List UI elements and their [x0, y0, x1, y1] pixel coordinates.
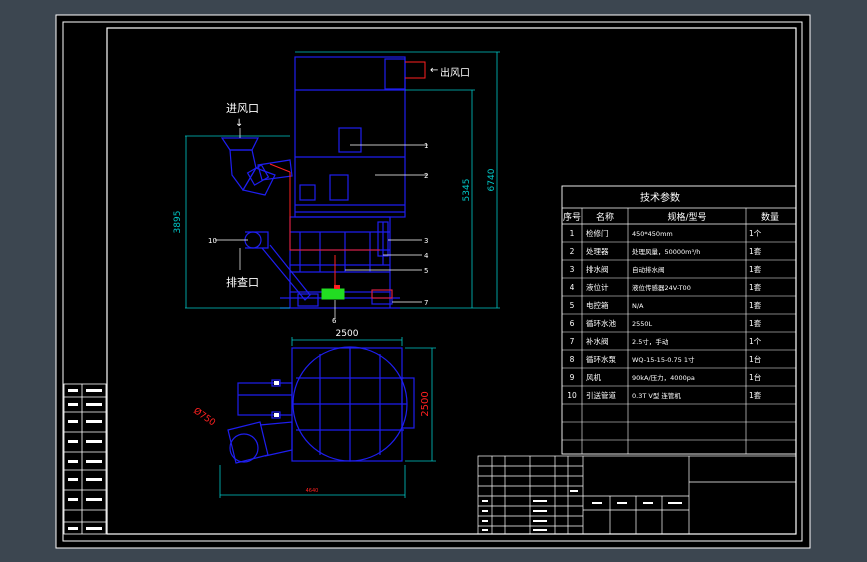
plan-dimensions: [219, 337, 436, 498]
tech-header-no: 序号: [563, 211, 581, 223]
tech-cell-no: 3: [570, 265, 575, 274]
inlet-label: 进风口: [226, 102, 259, 115]
callout-7: 7: [424, 299, 428, 307]
left-margin-marks: [68, 389, 102, 530]
callout-5: 5: [424, 267, 428, 275]
tech-cell-no: 10: [567, 391, 577, 400]
tech-cell-spec: 液位传感器24V-T00: [632, 283, 691, 292]
tech-cell-qty: 1台: [749, 354, 761, 364]
tech-cell-qty: 1个: [749, 229, 762, 238]
tech-cell-spec: 2.5寸，手动: [632, 337, 669, 346]
tech-cell-qty: 1套: [749, 282, 762, 292]
tech-cell-qty: 1套: [749, 318, 762, 328]
tech-cell-no: 8: [570, 355, 575, 364]
dim-height-body: 5345: [462, 179, 472, 202]
tech-cell-name: 处理器: [586, 246, 609, 256]
tech-header-spec: 规格/型号: [667, 211, 706, 223]
callout-numbers: 1 2 3 4 5 6 7 10: [208, 142, 429, 325]
tech-cell-no: 9: [570, 373, 575, 382]
tech-cell-qty: 1台: [749, 372, 761, 382]
tech-table-title: 技术参数: [640, 191, 680, 204]
paper-sheet: [55, 14, 811, 549]
plan-dim-width: 2500: [336, 329, 359, 339]
tech-cell-qty: 1套: [749, 390, 762, 400]
tech-cell-no: 5: [570, 301, 575, 310]
tech-cell-spec: N/A: [632, 302, 644, 310]
plan-dim-bottom: 4640: [306, 488, 319, 494]
tech-cell-name: 液位计: [586, 282, 609, 292]
tech-cell-qty: 1套: [749, 300, 762, 310]
tech-cell-no: 4: [570, 283, 575, 292]
tech-cell-name: 检修门: [586, 228, 609, 238]
tech-cell-name: 循环水池: [586, 318, 616, 328]
outer-border: [62, 21, 803, 542]
dim-height-total: 6740: [487, 168, 497, 191]
tech-cell-name: 风机: [586, 372, 601, 382]
tech-table: 技术参数 序号 名称 规格/型号 数量 1 检修门 450*450mm 1个 2 处理器 处…: [561, 185, 797, 455]
tech-cell-no: 7: [570, 337, 575, 346]
title-block-marks: [482, 490, 682, 531]
callout-6: 6: [332, 317, 337, 325]
dim-height-left: 3895: [173, 211, 183, 234]
plan-view: [227, 346, 415, 464]
outlet-label: 出风口: [440, 66, 470, 79]
callout-10: 10: [208, 237, 217, 245]
callout-leaders: [215, 128, 428, 318]
callout-3: 3: [424, 237, 428, 245]
inlet-arrow: ↓: [235, 118, 243, 129]
plan-side-duct: [237, 382, 293, 416]
tech-cell-name: 补水阀: [586, 336, 609, 346]
callout-2: 2: [424, 172, 428, 180]
tech-cell-name: 引送管道: [586, 390, 616, 400]
tech-cell-name: 电控箱: [586, 300, 609, 310]
callout-1: 1: [424, 142, 428, 150]
outlet-duct: [384, 58, 406, 90]
tech-cell-spec: 2550L: [632, 320, 653, 328]
left-margin-table: [63, 383, 107, 535]
inspection-door: [338, 127, 362, 153]
plan-dim-depth: 2500: [420, 391, 431, 416]
tech-cell-no: 6: [570, 319, 575, 328]
tech-cell-qty: 1套: [749, 264, 762, 274]
tech-header-qty: 数量: [761, 211, 779, 223]
tech-header-name: 名称: [596, 211, 614, 223]
tech-cell-name: 循环水泵: [586, 354, 616, 364]
title-block: [477, 455, 797, 535]
plan-white-marks: [274, 381, 279, 417]
tech-cell-spec: 自动排水阀: [632, 265, 665, 274]
tech-cell-spec: 90kA/压力，4000pa: [632, 373, 695, 382]
tech-cell-name: 排水阀: [586, 264, 609, 274]
tech-cell-no: 2: [570, 247, 575, 256]
callout-4: 4: [424, 252, 429, 260]
control-box-indicator: [334, 285, 340, 289]
tech-cell-no: 1: [570, 229, 575, 238]
tech-cell-qty: 1个: [749, 337, 762, 346]
tech-cell-spec: 450*450mm: [632, 230, 673, 238]
outlet-arrow: ←: [430, 65, 438, 76]
discharge-label: 排查口: [226, 275, 259, 289]
control-box-green: [321, 288, 345, 300]
tech-cell-qty: 1套: [749, 246, 762, 256]
elevation-dimensions: [185, 51, 500, 309]
tech-cell-spec: 0.3T V型 连管机: [632, 391, 681, 400]
tech-cell-spec: WQ-15-15-0.75 1寸: [632, 355, 695, 364]
tech-cell-spec: 处理风量，50000m³/h: [632, 247, 700, 256]
